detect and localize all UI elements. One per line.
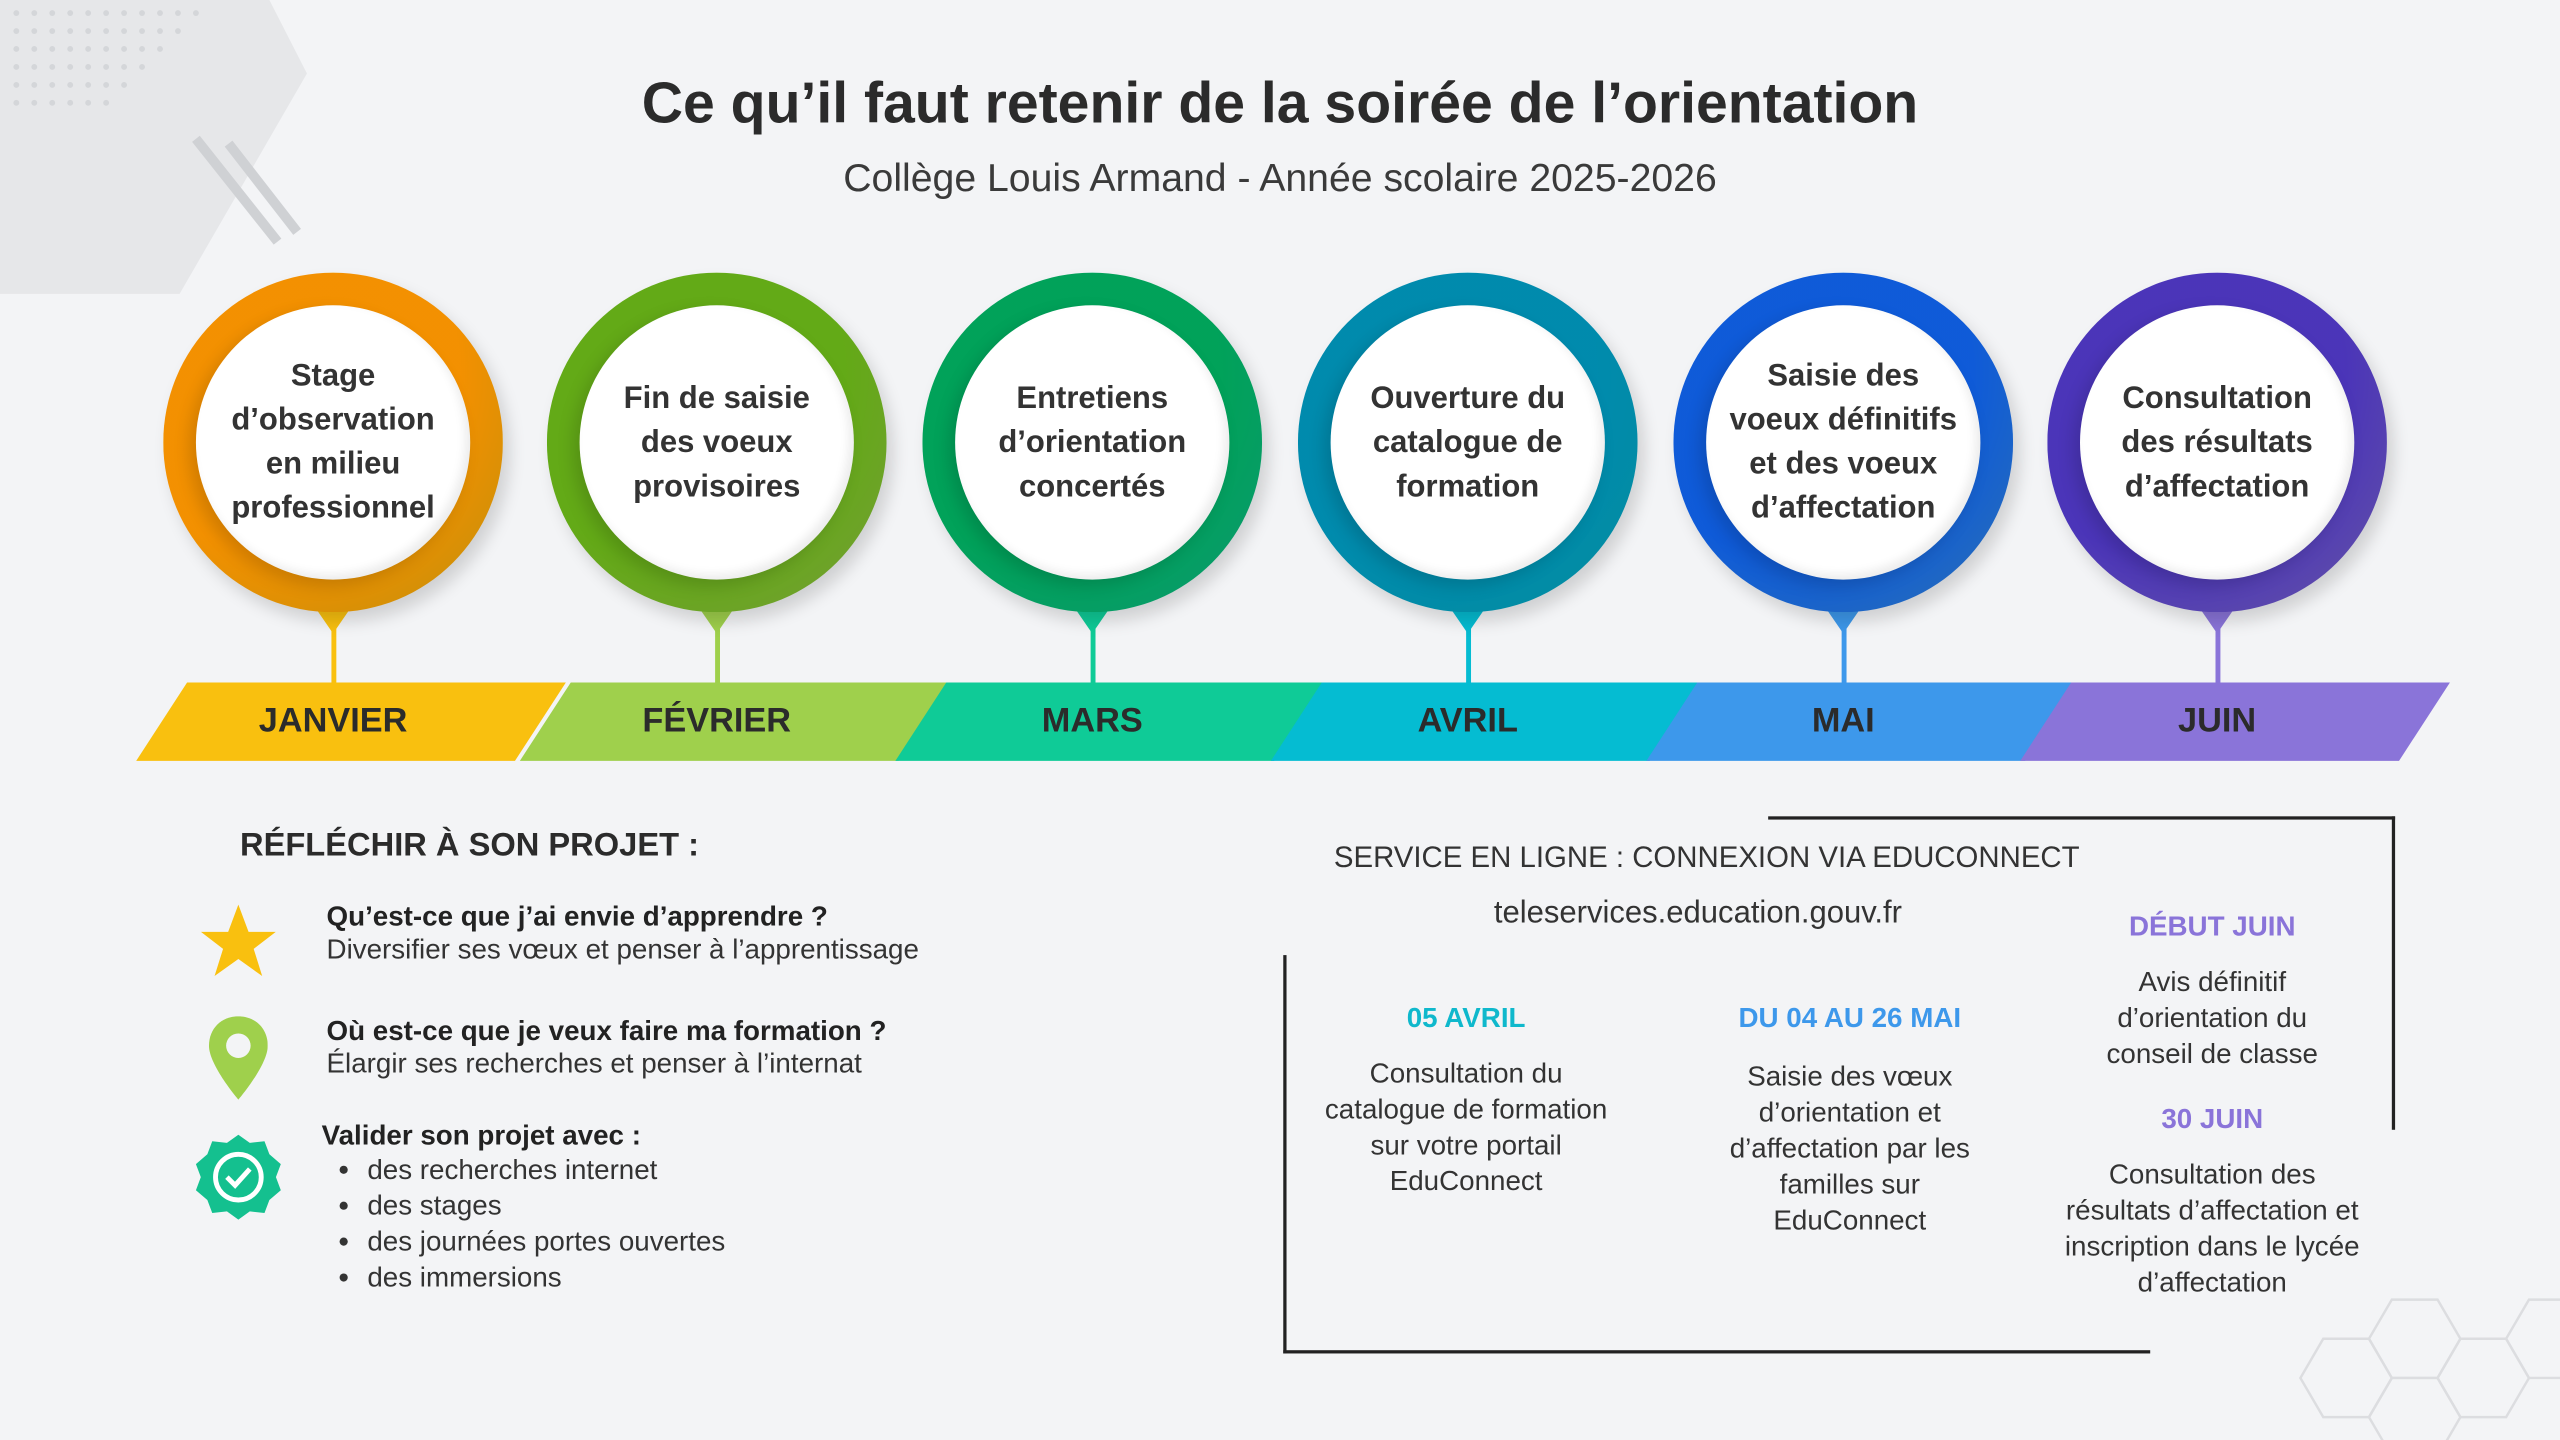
event-date: DU 04 AU 26 MAI (1738, 1002, 1962, 1034)
service-heading: SERVICE EN LIGNE : CONNEXION VIA EDUCONN… (1333, 840, 2080, 874)
validate-block: Valider son projet avec : des recherches… (322, 1120, 726, 1296)
decorative-hexagon (0, 0, 307, 294)
milestone-text: Stage d’observation en milieu profession… (231, 359, 435, 526)
page-title: Ce qu’il faut retenir de la soirée de l’… (641, 71, 1919, 136)
month-label: JUIN (2178, 702, 2257, 740)
service-url[interactable]: teleservices.education.gouv.fr (1493, 896, 1902, 931)
pin-stem (1090, 628, 1096, 685)
event-avril: 05 AVRIL Consultation du catalogue de fo… (1319, 1001, 1613, 1200)
milestone-circle: Ouverture du catalogue de formation (1297, 272, 1638, 613)
projet-item: Qu’est-ce que j’ai envie d’apprendre ? D… (327, 901, 919, 966)
month-label: AVRIL (1417, 702, 1518, 740)
month-label: MARS (1041, 702, 1143, 740)
validate-label: Valider son projet avec : (321, 1119, 641, 1152)
answer: Élargir ses recherches et penser à l’int… (326, 1048, 862, 1080)
check-badge-icon (195, 1134, 281, 1220)
milestone-circle: Entretiens d’orientation concertés (922, 272, 1263, 613)
event-date: DÉBUT JUIN (2128, 911, 2296, 943)
event-text: Avis définitif d’orientation du conseil … (2106, 966, 2318, 1070)
list-item: des immersions (367, 1260, 725, 1296)
milestone-circle: Consultation des résultats d’affectation (2047, 272, 2387, 613)
milestone-inner: Consultation des résultats d’affectation (2079, 305, 2355, 580)
map-pin-icon (208, 1016, 268, 1100)
milestone-text: Ouverture du catalogue de formation (1370, 381, 1566, 504)
event-mai: DU 04 AU 26 MAI Saisie des vœux d’orient… (1711, 1001, 1989, 1239)
month-label: JANVIER (258, 702, 408, 740)
frame-line (1283, 955, 1287, 1354)
frame-line (1283, 1350, 2151, 1354)
month-label: FÉVRIER (642, 702, 792, 740)
milestone-inner: Ouverture du catalogue de formation (1330, 305, 1605, 580)
projet-heading: RÉFLÉCHIR À SON PROJET : (239, 827, 700, 864)
question: Qu’est-ce que j’ai envie d’apprendre ? (326, 901, 828, 933)
event-30-juin: 30 JUIN Consultation des résultats d’aff… (2060, 1102, 2364, 1301)
pin-stem (331, 628, 337, 685)
projet-item: Où est-ce que je veux faire ma formation… (327, 1016, 887, 1081)
question: Où est-ce que je veux faire ma formation… (326, 1015, 887, 1047)
milestone-circle: Stage d’observation en milieu profession… (163, 272, 503, 613)
milestone-circle: Saisie des voeux définitifs et des voeux… (1673, 272, 2014, 613)
event-debut-juin: DÉBUT JUIN Avis définitif d’orientation … (2090, 909, 2335, 1072)
event-text: Consultation du catalogue de formation s… (1324, 1057, 1608, 1197)
page-subtitle: Collège Louis Armand - Année scolaire 20… (843, 156, 1717, 201)
list-item: des recherches internet (367, 1153, 725, 1189)
event-date: 05 AVRIL (1406, 1002, 1526, 1034)
event-text: Saisie des vœux d’orientation et d’affec… (1729, 1061, 1970, 1236)
milestone-text: Saisie des voeux définitifs et des voeux… (1729, 359, 1958, 526)
list-item: des journées portes ouvertes (367, 1224, 725, 1260)
pin-stem (1841, 628, 1847, 685)
milestone-inner: Fin de saisie des voeux provisoires (579, 305, 854, 580)
frame-line (1768, 816, 2396, 820)
event-text: Consultation des résultats d’affectation… (2064, 1159, 2360, 1298)
answer: Diversifier ses vœux et penser à l’appre… (326, 933, 919, 965)
star-icon (200, 904, 276, 977)
milestone-text: Entretiens d’orientation concertés (998, 381, 1187, 504)
pin-stem (715, 628, 720, 685)
event-date: 30 JUIN (2161, 1103, 2264, 1135)
milestone-text: Fin de saisie des voeux provisoires (623, 381, 810, 504)
pin-stem (2215, 628, 2221, 685)
milestone-inner: Saisie des voeux définitifs et des voeux… (1706, 305, 1981, 580)
frame-line (2391, 816, 2396, 1130)
milestone-text: Consultation des résultats d’affectation (2121, 381, 2313, 504)
milestone-circle: Fin de saisie des voeux provisoires (546, 272, 887, 613)
pin-stem (1466, 628, 1472, 685)
milestone-inner: Stage d’observation en milieu profession… (195, 305, 471, 580)
decorative-honeycomb (2298, 1298, 2560, 1440)
milestone-inner: Entretiens d’orientation concertés (955, 305, 1230, 580)
list-item: des stages (367, 1189, 725, 1225)
month-label: MAI (1811, 702, 1875, 740)
validate-list: des recherches internet des stages des j… (322, 1153, 725, 1297)
